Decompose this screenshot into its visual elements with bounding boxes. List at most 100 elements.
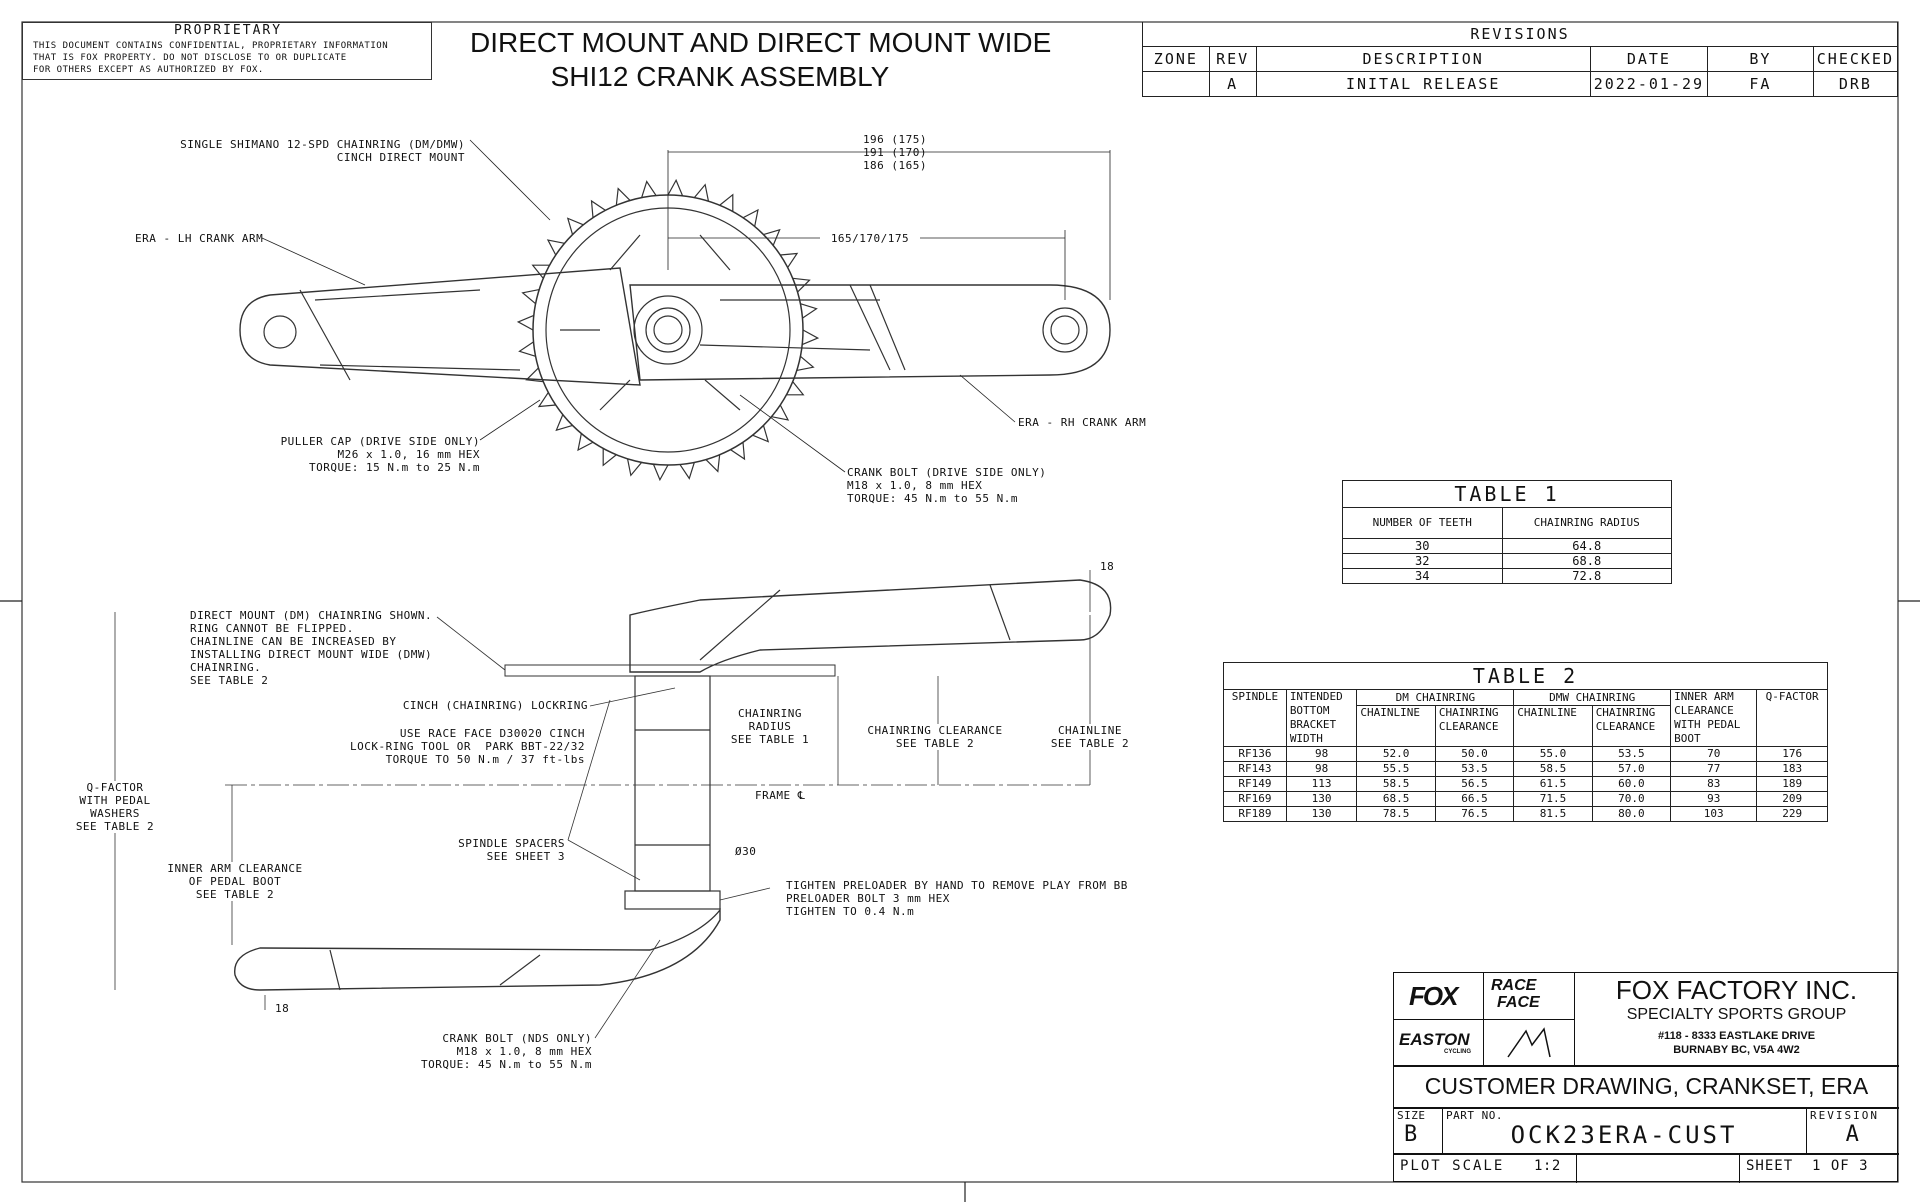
tool-note-2: LOCK-RING TOOL OR PARK BBT-22/32 [349, 740, 585, 753]
company-name: FOX FACTORY INC. [1615, 975, 1858, 1005]
proprietary-box: PROPRIETARY THIS DOCUMENT CONTAINS CONFI… [22, 22, 432, 80]
table2-cell: 209 [1756, 791, 1828, 807]
customer-drawing-title: CUSTOMER DRAWING, CRANKSET, ERA [1424, 1073, 1869, 1099]
table2-cell: 56.5 [1434, 776, 1515, 792]
dim-length-3: 186 (165) [862, 159, 928, 172]
table2-cell: 77 [1670, 761, 1758, 777]
chainring-tooth [786, 381, 805, 396]
inner-arm-2: OF PEDAL BOOT [160, 875, 310, 888]
table2-cell: 183 [1756, 761, 1828, 777]
easton-logo-sub: CYCLING [1444, 1049, 1471, 1055]
table2-col-dm-clearance: CHAINRING CLEARANCE [1434, 705, 1515, 747]
crank-bolt-nds-2: M18 x 1.0, 8 mm HEX [456, 1045, 592, 1058]
table2-col-qfactor: Q-FACTOR [1756, 689, 1828, 747]
table2-cell: 130 [1285, 806, 1358, 822]
rev-col-rev: REV [1208, 46, 1257, 72]
table2-cell: 55.0 [1513, 746, 1593, 762]
rev-col-description: DESCRIPTION [1255, 46, 1591, 72]
table2-cell: 76.5 [1434, 806, 1515, 822]
chainring-tooth [537, 392, 556, 408]
preloader-3: TIGHTEN TO 0.4 N.m [786, 905, 915, 918]
tool-note-1: USE RACE FACE D30020 CINCH [399, 727, 585, 740]
table2-cell: 93 [1670, 791, 1758, 807]
crank-bolt-ds-3: TORQUE: 45 N.m to 55 N.m [847, 492, 1018, 505]
table2-col-dmw-chainline: CHAINLINE [1513, 705, 1593, 747]
chainring-tooth [590, 199, 606, 218]
chainring-radius-2: RADIUS [725, 720, 815, 733]
crank-bolt-ds-2: M18 x 1.0, 8 mm HEX [847, 479, 983, 492]
company-address-2: BURNABY BC, V5A 4W2 [1673, 1044, 1800, 1056]
table-1: TABLE 1 NUMBER OF TEETH CHAINRING RADIUS… [1342, 480, 1673, 584]
crank-bolt-ds-1: CRANK BOLT (DRIVE SIDE ONLY) [847, 466, 1047, 479]
chainring-tooth [626, 458, 643, 477]
frame-centerline-label: FRAME ℄ [755, 789, 806, 802]
table-2: TABLE 2 SPINDLE INTENDED BOTTOM BRACKET … [1223, 662, 1828, 822]
chainring-tooth [555, 414, 573, 432]
preloader-1: TIGHTEN PRELOADER BY HAND TO REMOVE PLAY… [786, 879, 1128, 892]
revisions-table: REVISIONS ZONE REV DESCRIPTION DATE BY C… [1142, 22, 1899, 97]
chainring-tooth [705, 454, 721, 473]
chainring-tooth [546, 239, 565, 256]
chainring-note-2: CINCH DIRECT MOUNT [336, 151, 465, 164]
table2-cell: 61.5 [1513, 776, 1593, 792]
table2-cell: 53.5 [1591, 746, 1672, 762]
table2-cell: 60.0 [1591, 776, 1672, 792]
dim-crank-length: 165/170/175 [820, 232, 920, 245]
radius-cell: 68.8 [1501, 553, 1673, 569]
table2-col-dmw: DMW CHAINRING [1513, 689, 1672, 706]
table2-cell: 57.0 [1591, 761, 1672, 777]
lh-arm-label: ERA - LH CRANK ARM [135, 232, 264, 245]
chainring-note-1: SINGLE SHIMANO 12-SPD CHAINRING (DM/DMW) [180, 138, 465, 151]
puller-cap-2: M26 x 1.0, 16 mm HEX [337, 448, 480, 461]
puller-cap-1: PULLER CAP (DRIVE SIDE ONLY) [280, 435, 480, 448]
rev-rev: A [1208, 71, 1257, 97]
table2-cell: 50.0 [1434, 746, 1515, 762]
company-group: SPECIALTY SPORTS GROUP [1626, 1006, 1847, 1023]
chainring-tooth [801, 329, 820, 346]
spindle-diameter: Ø30 [735, 845, 757, 858]
dm-note-1: DIRECT MOUNT (DM) CHAINRING SHOWN. [190, 609, 433, 622]
chainring-tooth [763, 228, 781, 246]
rev-col-zone: ZONE [1142, 46, 1210, 72]
dm-note-2: RING CANNOT BE FLIPPED. [190, 622, 354, 635]
drawing-title-line-2: SHI12 CRANK ASSEMBLY [550, 61, 890, 92]
chainring-tooth [742, 208, 759, 227]
table2-title: TABLE 2 [1223, 662, 1828, 690]
table2-col-dmw-clearance: CHAINRING CLEARANCE [1591, 705, 1672, 747]
radius-cell: 64.8 [1501, 538, 1673, 554]
part-no-value: OCK23ERA-CUST [1510, 1121, 1738, 1149]
rev-zone [1142, 71, 1210, 97]
rev-col-date: DATE [1589, 46, 1709, 72]
part-no-label: PART NO. [1446, 1109, 1503, 1122]
chainring-clearance-1: CHAINRING CLEARANCE [855, 724, 1015, 737]
preloader-2: PRELOADER BOLT 3 mm HEX [786, 892, 950, 905]
chainring-tooth [566, 217, 584, 235]
table2-cell: 189 [1756, 776, 1828, 792]
chainring-tooth [516, 314, 535, 331]
rev-description: INITAL RELEASE [1255, 71, 1591, 97]
dim-18-bottom: 18 [275, 1002, 290, 1015]
chainring-tooth [518, 341, 536, 357]
chainring-tooth [679, 462, 695, 480]
teeth-cell: 32 [1342, 553, 1503, 569]
raceface-logo-1: RACE [1491, 977, 1537, 994]
easton-logo: EASTON [1399, 1030, 1470, 1049]
table2-cell: 81.5 [1513, 806, 1593, 822]
plot-scale-label: PLOT SCALE [1400, 1158, 1505, 1174]
table2-cell: 78.5 [1356, 806, 1436, 822]
chainline-2: SEE TABLE 2 [1040, 737, 1140, 750]
table2-cell: 98 [1285, 761, 1358, 777]
proprietary-line-1: THIS DOCUMENT CONTAINS CONFIDENTIAL, PRO… [33, 41, 389, 51]
rev-date: 2022-01-29 [1589, 71, 1709, 97]
raceface-logo-2: FACE [1497, 994, 1540, 1011]
crank-bolt-nds-1: CRANK BOLT (NDS ONLY) [442, 1032, 592, 1045]
table2-col-dm: DM CHAINRING [1356, 689, 1515, 706]
drawing-title-line-1: DIRECT MOUNT AND DIRECT MOUNT WIDE [470, 27, 1052, 58]
chainring-tooth [652, 463, 669, 482]
